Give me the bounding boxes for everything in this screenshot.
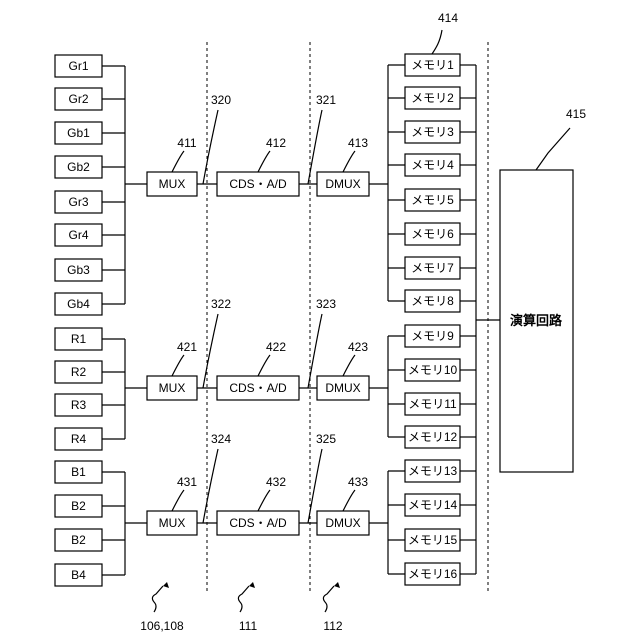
dmux-label: DMUX <box>325 177 360 191</box>
input-label: R1 <box>71 332 87 346</box>
input-label: Gr1 <box>68 59 88 73</box>
memory-label: メモリ1 <box>411 58 454 72</box>
memory-label: メモリ9 <box>411 329 454 343</box>
dmux-label: DMUX <box>325 516 360 530</box>
input-label: Gb2 <box>67 160 90 174</box>
arrowhead-icon <box>163 582 169 588</box>
dmux-label: DMUX <box>325 381 360 395</box>
memory-label: メモリ3 <box>411 125 454 139</box>
section-ref-squiggle <box>238 586 249 612</box>
memory-label: メモリ2 <box>411 91 454 105</box>
cds-ref: 432 <box>266 475 286 489</box>
cds-ad-label: CDS・A/D <box>229 177 287 191</box>
input-label: Gb3 <box>67 263 90 277</box>
memory-label: メモリ15 <box>408 533 458 547</box>
signal-leader <box>203 314 218 388</box>
section-ref: 111 <box>239 619 258 633</box>
cds-leader <box>258 490 270 511</box>
memory-label: メモリ5 <box>411 193 454 207</box>
dmux-ref: 433 <box>348 475 368 489</box>
mux-ref: 421 <box>177 340 197 354</box>
mux-ref: 411 <box>177 136 196 150</box>
memory-label: メモリ7 <box>411 261 454 275</box>
cds-ref: 422 <box>266 340 286 354</box>
signal-leader <box>203 110 218 184</box>
arith-circuit-label: 演算回路 <box>510 313 563 328</box>
memory-label: メモリ16 <box>408 567 458 581</box>
signal-ref: 325 <box>316 432 336 446</box>
mux-label: MUX <box>159 381 186 395</box>
memory-ref: 414 <box>438 11 458 25</box>
cds-ad-label: CDS・A/D <box>229 516 287 530</box>
dmux-leader <box>343 151 355 172</box>
cds-ref: 412 <box>266 136 286 150</box>
input-label: Gr2 <box>68 92 88 106</box>
mux-label: MUX <box>159 177 186 191</box>
dmux-ref: 423 <box>348 340 368 354</box>
memory-label: メモリ6 <box>411 227 454 241</box>
input-group: Gr1Gr2Gb1Gb2Gr3Gr4Gb3Gb4R1R2R3R4B1B2B2B4 <box>55 55 147 586</box>
memory-label: メモリ11 <box>408 397 457 411</box>
input-label: Gb1 <box>67 126 90 140</box>
section-ref: 112 <box>323 619 342 633</box>
signal-leader <box>203 449 218 523</box>
input-label: Gr3 <box>68 195 88 209</box>
signal-ref: 321 <box>316 93 336 107</box>
section-ref-squiggle <box>152 586 163 612</box>
input-label: B1 <box>71 465 86 479</box>
mux-leader <box>172 151 184 172</box>
input-label: Gb4 <box>67 297 90 311</box>
signal-ref: 320 <box>211 93 231 107</box>
arith-leader <box>536 128 570 170</box>
signal-ref: 323 <box>316 297 336 311</box>
bottom-refs: 106,108 111 112 <box>140 582 343 633</box>
dmux-ref: 413 <box>348 136 368 150</box>
signal-chain: MUX CDS・A/D DMUX 411 412 413 320 321MUX CDS・A/D D… <box>147 93 388 535</box>
input-label: Gr4 <box>68 228 88 242</box>
mux-label: MUX <box>159 516 186 530</box>
memory-label: メモリ10 <box>408 363 458 377</box>
arrowhead-icon <box>249 582 255 588</box>
arith-ref: 415 <box>566 107 586 121</box>
input-label: B2 <box>71 499 86 513</box>
signal-ref: 324 <box>211 432 231 446</box>
arrowhead-icon <box>334 582 340 588</box>
cds-leader <box>258 355 270 376</box>
input-label: B2 <box>71 533 86 547</box>
memory-leader <box>432 30 442 54</box>
input-label: R2 <box>71 365 87 379</box>
arith-block: 演算回路 415 <box>500 107 586 472</box>
section-ref-squiggle <box>323 586 334 612</box>
memory-label: メモリ13 <box>408 464 458 478</box>
section-ref: 106,108 <box>140 619 184 633</box>
cds-ad-label: CDS・A/D <box>229 381 287 395</box>
memory-label: メモリ12 <box>408 430 458 444</box>
dmux-leader <box>343 490 355 511</box>
mux-leader <box>172 355 184 376</box>
input-label: R4 <box>71 432 87 446</box>
memory-label: メモリ14 <box>408 498 458 512</box>
signal-ref: 322 <box>211 297 231 311</box>
input-label: R3 <box>71 398 87 412</box>
cds-leader <box>258 151 270 172</box>
mux-ref: 431 <box>177 475 197 489</box>
memory-label: メモリ8 <box>411 294 454 308</box>
memory-label: メモリ4 <box>411 158 454 172</box>
input-label: B4 <box>71 568 86 582</box>
mux-leader <box>172 490 184 511</box>
dmux-leader <box>343 355 355 376</box>
memory-group: メモリ1 メモリ2 メモリ3 メモリ4 メモリ5 メモリ6 メモリ7 メモリ8 メモリ9 メモリ1… <box>388 11 500 585</box>
